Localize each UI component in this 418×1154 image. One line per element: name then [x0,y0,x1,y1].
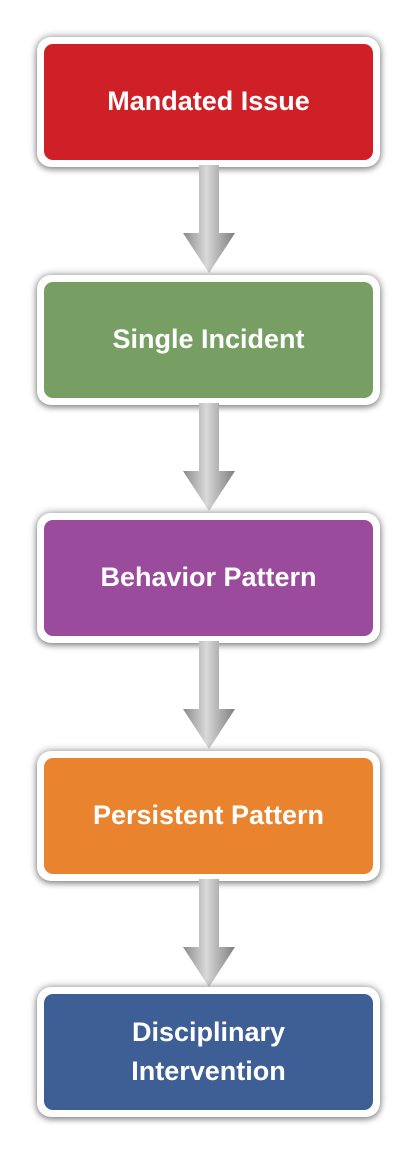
step-3-frame: Behavior Pattern [37,513,380,643]
arrow-down-icon [183,403,235,511]
step-2-frame: Single Incident [37,275,380,405]
step-disciplinary-intervention: Disciplinary Intervention [44,994,373,1110]
step-2-label: Single Incident [112,324,305,355]
arrow-down-icon [183,879,235,987]
step-single-incident: Single Incident [44,282,373,398]
step-4-frame: Persistent Pattern [37,751,380,881]
step-persistent-pattern: Persistent Pattern [44,758,373,874]
step-5-label: Disciplinary Intervention [131,1016,286,1086]
step-5-frame: Disciplinary Intervention [37,987,380,1117]
step-4-label: Persistent Pattern [92,800,325,831]
step-1-label: Mandated Issue [107,86,310,117]
arrow-down-icon [183,165,235,273]
arrow-down-icon [183,641,235,749]
step-behavior-pattern: Behavior Pattern [44,520,373,636]
step-1-frame: Mandated Issue [37,37,380,167]
step-3-label: Behavior Pattern [100,562,317,593]
step-mandated-issue: Mandated Issue [44,44,373,160]
